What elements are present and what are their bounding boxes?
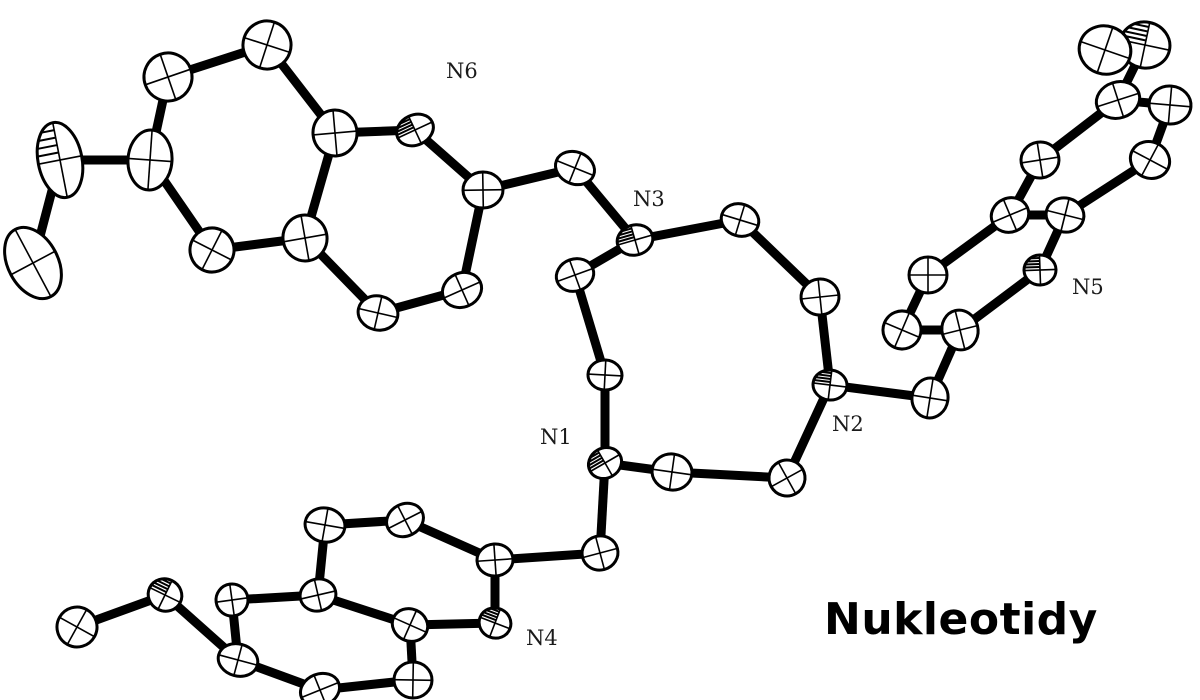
carbon-atom-ellipsoid [940, 308, 980, 352]
atom-label-n6: N6 [446, 59, 478, 83]
carbon-atom-ellipsoid [214, 582, 250, 618]
carbon-atom-ellipsoid [390, 607, 430, 643]
heteroatom-ellipsoid [811, 368, 849, 402]
carbon-atom-ellipsoid [299, 671, 341, 700]
carbon-atom-ellipsoid [142, 51, 194, 103]
carbon-atom-ellipsoid [881, 309, 923, 351]
carbon-atom-ellipsoid [55, 605, 99, 649]
carbon-atom-ellipsoid [554, 257, 596, 293]
carbon-atom-ellipsoid [989, 196, 1031, 234]
carbon-atom-ellipsoid [1077, 24, 1133, 76]
carbon-atom-ellipsoid [650, 452, 694, 492]
carbon-atom-ellipsoid [1019, 140, 1061, 180]
carbon-atom-ellipsoid [1147, 84, 1193, 126]
atom-label-n4: N4 [526, 626, 558, 650]
atom-label-n3: N3 [633, 187, 665, 211]
atom-label-n5: N5 [1072, 275, 1104, 299]
heteroatom-ellipsoid [477, 606, 513, 640]
carbon-atom-ellipsoid [580, 534, 620, 572]
heteroatom-ellipsoid [146, 577, 184, 613]
atom-label-n2: N2 [832, 412, 864, 436]
carbon-atom-ellipsoid [3, 225, 63, 301]
carbon-atom-ellipsoid [281, 213, 329, 263]
carbon-atom-ellipsoid [392, 660, 434, 700]
carbon-atom-ellipsoid [475, 542, 515, 578]
carbon-atom-ellipsoid [216, 642, 260, 678]
atom-label-n1: N1 [540, 425, 572, 449]
carbon-atom-ellipsoid [910, 376, 950, 420]
carbon-atom-ellipsoid [440, 270, 484, 310]
carbon-atom-ellipsoid [241, 19, 293, 71]
heteroatom-ellipsoid [1022, 253, 1058, 287]
page-title: Nukleotidy [824, 594, 1098, 645]
carbon-atom-ellipsoid [1094, 80, 1142, 120]
carbon-atom-ellipsoid [799, 277, 841, 317]
carbon-atom-ellipsoid [719, 202, 761, 238]
carbon-atom-ellipsoid [311, 108, 359, 158]
carbon-atom-ellipsoid [298, 577, 338, 613]
carbon-atom-ellipsoid [188, 226, 236, 274]
carbon-atom-ellipsoid [385, 501, 425, 539]
carbon-atom-ellipsoid [1044, 196, 1086, 234]
carbon-atom-ellipsoid [356, 294, 400, 332]
heteroatom-ellipsoid [615, 223, 655, 257]
carbon-atom-ellipsoid [554, 149, 596, 187]
heteroatom-ellipsoid [586, 445, 624, 481]
heteroatom-ellipsoid [1118, 20, 1172, 70]
carbon-atom-ellipsoid [126, 128, 174, 192]
carbon-atom-ellipsoid [303, 506, 347, 544]
carbon-atom-ellipsoid [586, 358, 624, 392]
carbon-atom-ellipsoid [907, 255, 949, 295]
carbon-atom-ellipsoid [767, 458, 807, 498]
carbon-atom-ellipsoid [1128, 140, 1172, 180]
carbon-atom-ellipsoid [461, 170, 505, 210]
heteroatom-ellipsoid [395, 112, 435, 148]
heteroatom-ellipsoid [35, 120, 85, 200]
atom-layer [3, 19, 1193, 700]
